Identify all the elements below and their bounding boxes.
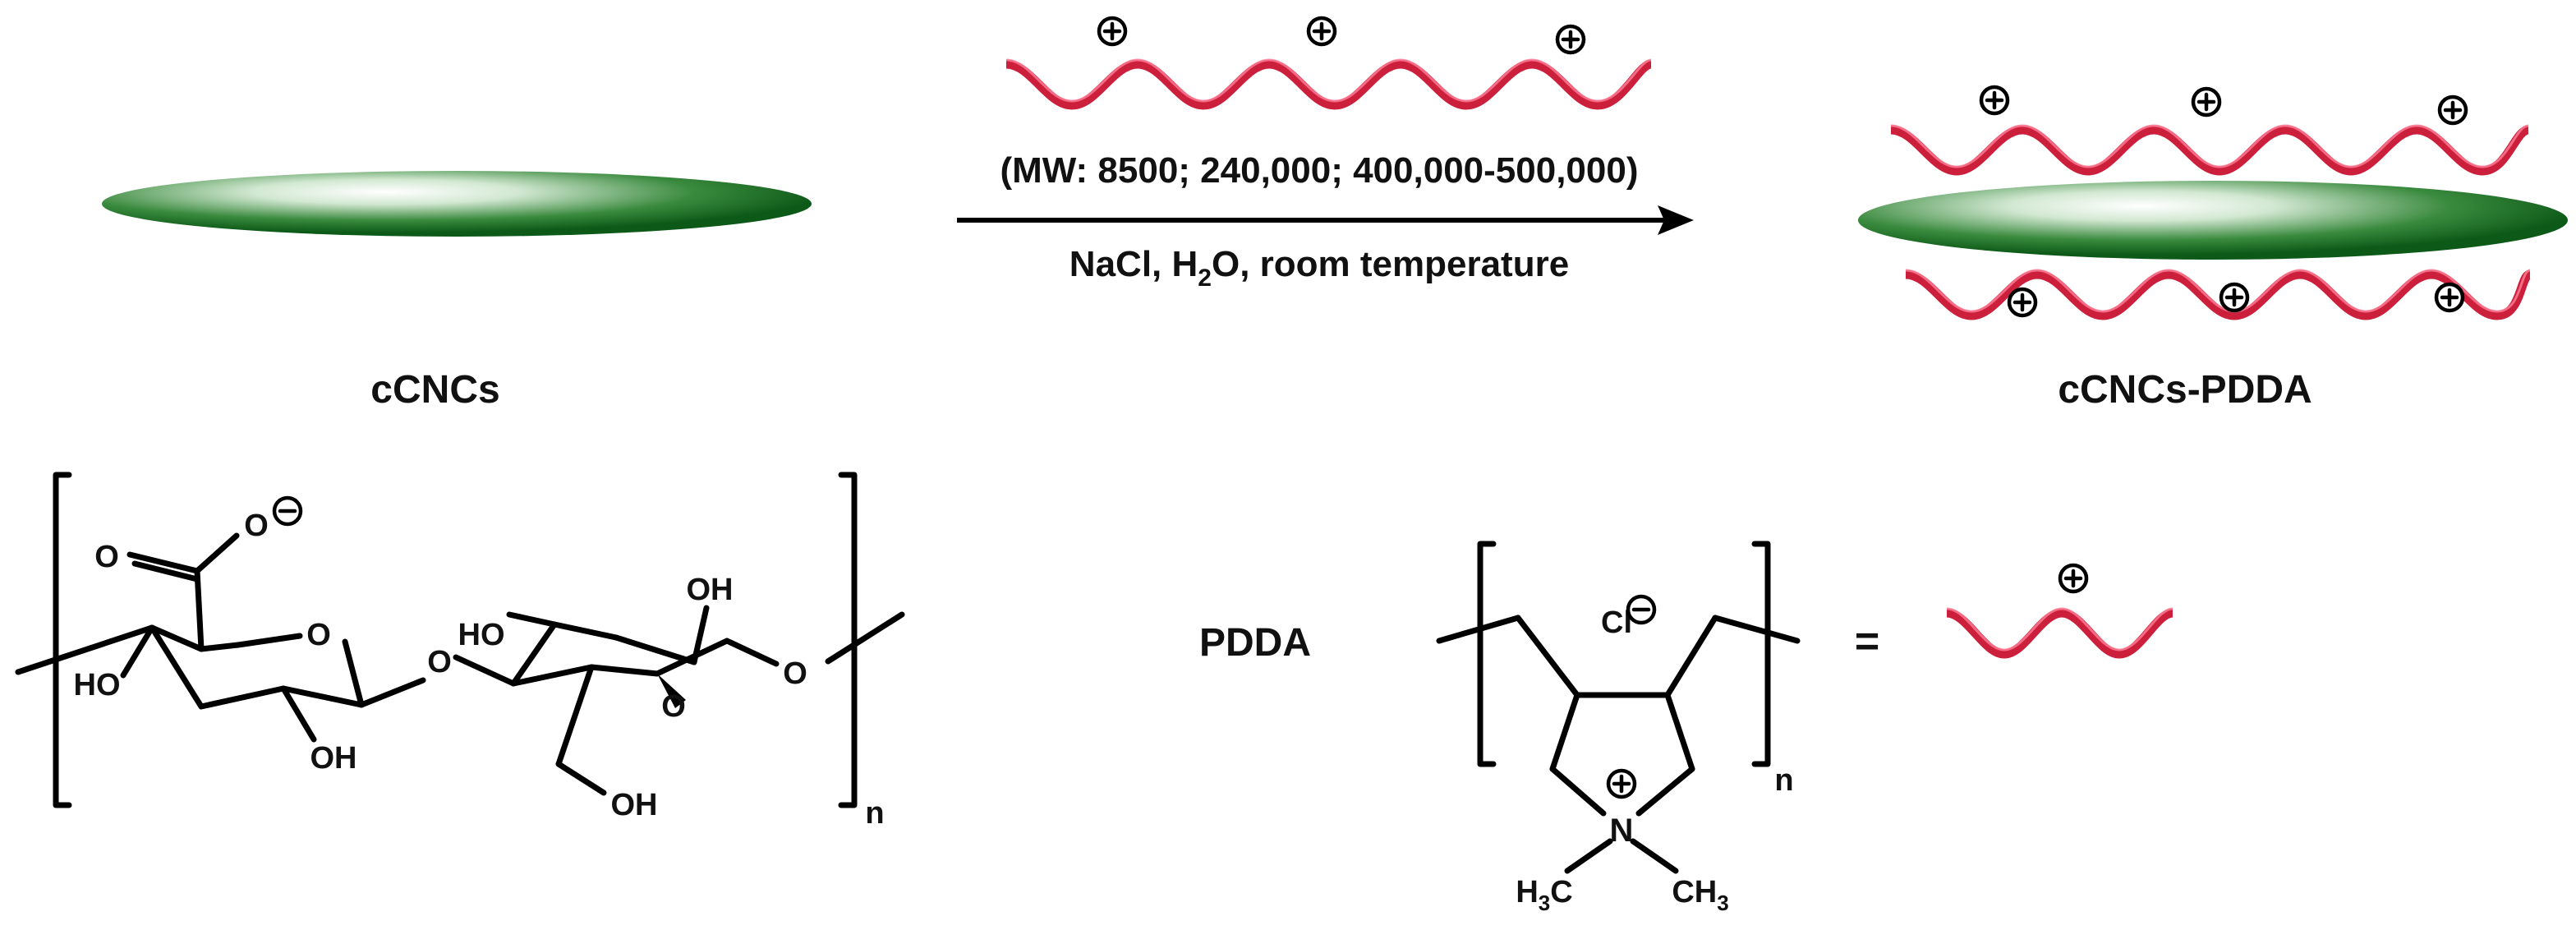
left-bracket [1477, 541, 1497, 767]
pdda-label: PDDA [1199, 621, 1311, 665]
right-bracket [838, 472, 858, 808]
pdda-symbol-strand [1946, 565, 2174, 659]
ccnc-rod [102, 171, 812, 237]
ccnc-pdda-complex [1858, 87, 2568, 320]
svg-text:O: O [306, 618, 331, 652]
molecular-weights-label: (MW: 8500; 240,000; 400,000-500,000) [1000, 150, 1638, 191]
ccncs-pdda-label: cCNCs-PDDA [2058, 368, 2312, 412]
conditions-label: NaCl, H2O, room temperature [1070, 244, 1569, 292]
pdda-repeat-unit-structure: Cl N H3C CH3 n [1436, 541, 1801, 915]
left-bracket [53, 472, 72, 808]
svg-text:N: N [1610, 813, 1634, 849]
svg-text:OH: OH [687, 573, 734, 607]
positive-charge-icon [1309, 18, 1335, 44]
svg-text:O: O [427, 645, 452, 679]
positive-charge-icon [1608, 771, 1635, 797]
svg-text:H3C: H3C [1516, 875, 1572, 915]
equals-sign: = [1855, 618, 1879, 665]
svg-text:O: O [94, 540, 119, 574]
positive-charge-icon [2221, 284, 2247, 311]
reaction-arrow [957, 205, 1694, 235]
svg-text:n: n [1774, 763, 1793, 798]
svg-text:HO: HO [74, 668, 121, 702]
positive-charge-icon [1557, 26, 1584, 53]
negative-charge-icon [274, 498, 301, 524]
pdda-reagent-strand [1005, 18, 1653, 110]
svg-text:n: n [865, 796, 884, 831]
svg-text:OH: OH [611, 788, 658, 822]
positive-charge-icon [2440, 97, 2466, 123]
positive-charge-icon [2436, 284, 2463, 311]
positive-charge-icon [2060, 565, 2086, 592]
right-bracket [1751, 541, 1771, 767]
cellulose-repeat-unit-structure: O O O HO OH O HO OH O O OH n [15, 472, 905, 831]
svg-text:HO: HO [458, 618, 505, 652]
svg-text:O: O [783, 656, 807, 691]
svg-text:O: O [661, 689, 686, 724]
positive-charge-icon [1099, 18, 1125, 44]
ccncs-label: cCNCs [370, 368, 499, 412]
positive-charge-icon [2009, 289, 2036, 315]
negative-charge-icon [1628, 596, 1654, 623]
positive-charge-icon [2193, 89, 2220, 115]
svg-text:CH3: CH3 [1672, 875, 1728, 915]
svg-text:O: O [244, 509, 269, 543]
positive-charge-icon [1981, 87, 2008, 113]
svg-text:OH: OH [310, 741, 357, 776]
